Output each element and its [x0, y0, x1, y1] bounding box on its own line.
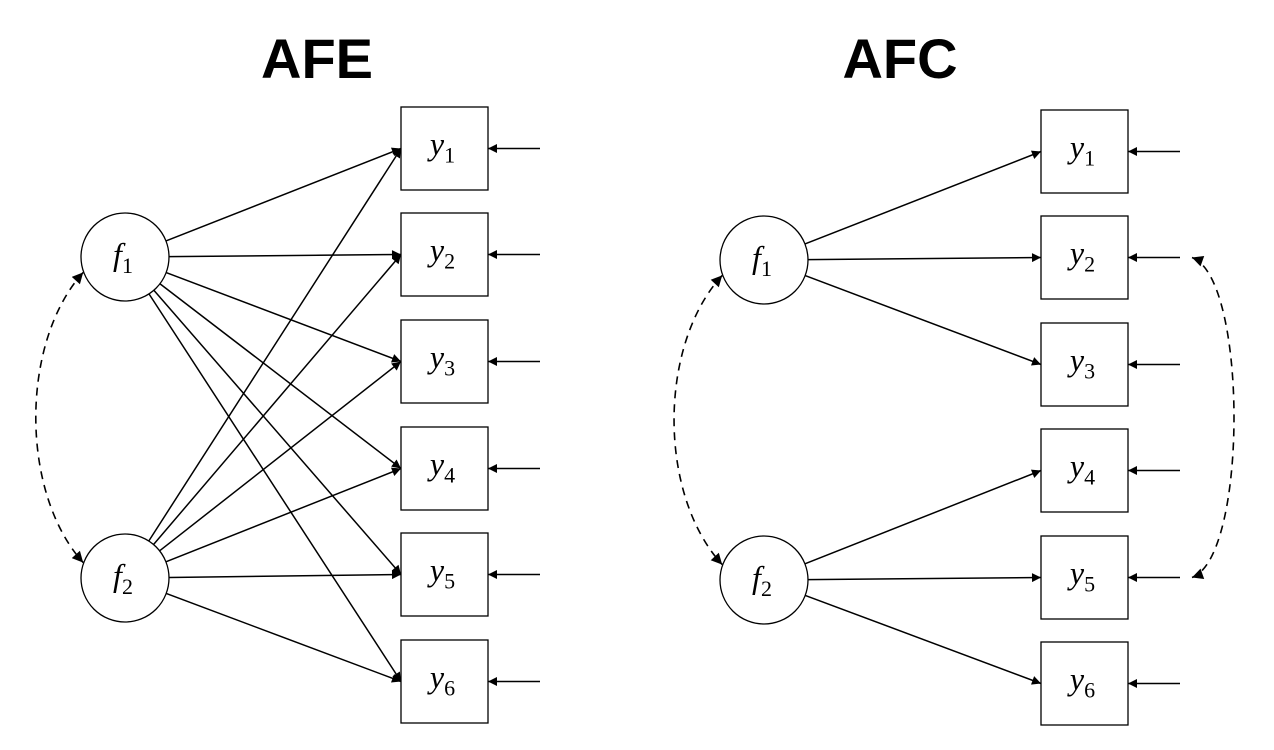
factor-circle	[719, 215, 809, 305]
indicator-afc-y2: y2	[1040, 215, 1129, 300]
indicator-label: y3	[427, 339, 455, 381]
indicator-box	[1040, 641, 1129, 726]
indicator-label: y2	[1067, 235, 1095, 277]
indicator-box	[1040, 215, 1129, 300]
indicator-box	[400, 212, 489, 297]
indicator-afc-y6: y6	[1040, 641, 1129, 726]
indicator-afc-y1: y1	[1040, 109, 1129, 194]
factor-afe-f2: f2	[80, 533, 170, 623]
loading-arrow-afe-f2-y1	[148, 148, 402, 542]
indicator-label: y1	[427, 126, 455, 168]
indicator-box	[1040, 428, 1129, 513]
loading-arrow-afc-f1-y3	[804, 274, 1042, 366]
indicator-afe-y4: y4	[400, 426, 489, 511]
loading-arrow-afe-f2-y5	[168, 570, 402, 580]
indicator-label: y5	[427, 552, 455, 594]
indicator-box	[1040, 535, 1129, 620]
indicator-box	[400, 639, 489, 724]
indicator-label: y2	[427, 232, 455, 274]
loading-arrow-afc-f1-y2	[807, 253, 1042, 263]
indicator-afe-y1: y1	[400, 106, 489, 191]
indicator-label: y4	[1067, 448, 1095, 490]
loading-arrow-afe-f1-y2	[168, 250, 402, 260]
loading-arrow-afc-f2-y4	[804, 469, 1042, 565]
afc-title: AFC	[842, 27, 957, 90]
indicator-box	[400, 319, 489, 404]
factor-circle	[719, 535, 809, 625]
indicator-afe-y2: y2	[400, 212, 489, 297]
loading-arrow-afe-f2-y3	[159, 360, 402, 552]
nodes-layer: y1 y2 y3 y4 y5 y6 f1 f2 y1 y2 y3 y4 y5 y6 f1 f2	[80, 106, 1129, 726]
loading-arrow-afe-f1-y5	[153, 289, 402, 575]
loading-arrow-afe-f1-y4	[159, 283, 402, 470]
edges-layer	[35, 144, 1235, 688]
indicator-afe-y3: y3	[400, 319, 489, 404]
loading-arrow-afe-f2-y4	[165, 467, 402, 563]
indicator-label: y1	[1067, 129, 1095, 171]
factor-afc-f1: f1	[719, 215, 809, 305]
loading-arrow-afe-f2-y2	[152, 254, 402, 546]
indicator-label: y3	[1067, 342, 1095, 384]
residual-covariance-afc-y2-y5	[1191, 256, 1235, 579]
factor-covariance-afc	[673, 274, 723, 566]
indicator-label: y5	[1067, 555, 1095, 597]
indicator-box	[400, 426, 489, 511]
factor-circle	[80, 533, 170, 623]
loading-arrow-afe-f1-y3	[165, 271, 402, 363]
loading-arrow-afe-f1-y1	[165, 147, 402, 242]
indicator-afc-y3: y3	[1040, 322, 1129, 407]
loading-arrow-afe-f1-y6	[148, 293, 402, 682]
loading-arrow-afc-f1-y1	[804, 150, 1042, 245]
indicator-afe-y5: y5	[400, 532, 489, 617]
afe-title: AFE	[261, 27, 373, 90]
indicator-label: y6	[427, 659, 455, 701]
loading-arrow-afc-f2-y6	[804, 594, 1042, 685]
indicator-afc-y5: y5	[1040, 535, 1129, 620]
indicator-afc-y4: y4	[1040, 428, 1129, 513]
indicator-box	[1040, 109, 1129, 194]
indicator-box	[1040, 322, 1129, 407]
loading-arrow-afe-f2-y6	[165, 592, 402, 683]
indicator-box	[400, 106, 489, 191]
factor-afe-f1: f1	[80, 212, 170, 302]
indicator-label: y6	[1067, 661, 1095, 703]
indicator-afe-y6: y6	[400, 639, 489, 724]
indicator-box	[400, 532, 489, 617]
indicator-label: y4	[427, 446, 455, 488]
factor-covariance-afe	[35, 271, 84, 564]
loading-arrow-afc-f2-y5	[807, 573, 1042, 583]
factor-afc-f2: f2	[719, 535, 809, 625]
factor-circle	[80, 212, 170, 302]
